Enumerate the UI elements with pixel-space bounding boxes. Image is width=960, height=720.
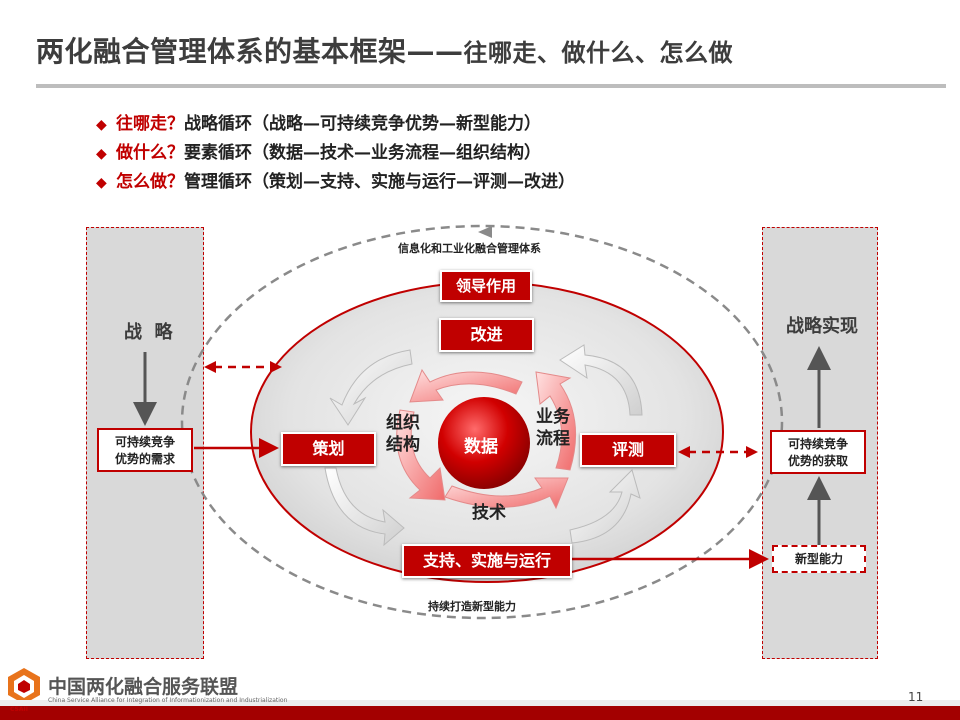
right-dashed-arrowhead-right — [746, 446, 758, 458]
org-structure-label-1: 组织 — [386, 413, 420, 433]
arrow-support-to-evaluate — [569, 469, 641, 544]
alliance-abbr: CSAII — [10, 706, 28, 713]
data-label: 数据 — [464, 437, 498, 457]
advantage-need-box: 可持续竞争 优势的需求 — [97, 428, 193, 472]
advantage-gain-line-2: 优势的获取 — [787, 454, 848, 468]
alliance-name-en: China Service Alliance for Integration o… — [48, 697, 288, 704]
support-box: 支持、实施与运行 — [402, 544, 572, 578]
evaluate-box: 评测 — [580, 433, 676, 467]
alliance-logo-icon — [8, 668, 40, 704]
bullet-text: 战略循环（战略—可持续竞争优势—新型能力） — [184, 114, 541, 134]
bullet-text: 管理循环（策划—支持、实施与运行—评测—改进） — [184, 172, 575, 192]
strategy-realization-label: 战略实现 — [786, 316, 858, 337]
right-dashed-arrowhead-left — [678, 446, 690, 458]
bullet-item: ◆ 怎么做？管理循环（策划—支持、实施与运行—评测—改进） — [96, 168, 575, 197]
arrow-plan-to-support — [324, 467, 405, 547]
alliance-name-cn: 中国两化融合服务联盟 — [48, 676, 239, 698]
page-number: 11 — [908, 690, 924, 704]
advantage-gain-box: 可持续竞争 优势的获取 — [770, 430, 866, 474]
bullet-text: 要素循环（数据—技术—业务流程—组织结构） — [184, 143, 541, 163]
leadership-box: 领导作用 — [440, 270, 532, 302]
bullet-item: ◆ 往哪走？战略循环（战略—可持续竞争优势—新型能力） — [96, 110, 575, 139]
tech-label: 技术 — [472, 503, 506, 523]
left-dashed-arrowhead-right — [270, 361, 282, 373]
biz-process-label-2: 流程 — [536, 429, 570, 449]
bullet-key: 往哪走？ — [116, 114, 184, 134]
advantage-need-line-2: 优势的需求 — [114, 452, 175, 466]
improve-box: 改进 — [439, 318, 534, 352]
diamond-bullet-icon: ◆ — [96, 146, 107, 162]
advantage-need-line-1: 可持续竞争 — [114, 435, 175, 449]
outer-cycle-label: 信息化和工业化融合管理体系 — [398, 242, 541, 255]
bottom-cycle-label: 持续打造新型能力 — [428, 600, 516, 613]
diamond-bullet-icon: ◆ — [96, 175, 107, 191]
org-structure-label-2: 结构 — [386, 435, 420, 455]
bullet-key: 怎么做？ — [116, 172, 184, 192]
footer-band — [0, 700, 960, 706]
title-rule — [36, 84, 946, 88]
outer-cycle-arrowhead — [478, 226, 492, 238]
biz-process-label-1: 业务 — [536, 407, 570, 427]
page-title: 两化融合管理体系的基本框架——往哪走、做什么、怎么做 — [36, 30, 733, 70]
bullet-item: ◆ 做什么？要素循环（数据—技术—业务流程—组织结构） — [96, 139, 575, 168]
title-dash: —— — [406, 35, 464, 68]
new-capability-box: 新型能力 — [772, 545, 866, 573]
plan-box: 策划 — [281, 432, 376, 466]
title-sub: 往哪走、做什么、怎么做 — [463, 39, 734, 67]
advantage-gain-line-1: 可持续竞争 — [787, 437, 848, 451]
bullet-list: ◆ 往哪走？战略循环（战略—可持续竞争优势—新型能力） ◆ 做什么？要素循环（数据—… — [96, 110, 575, 197]
bullet-key: 做什么？ — [116, 143, 184, 163]
arrow-tech-to-biz — [444, 477, 569, 510]
footer-bar — [0, 706, 960, 720]
arrow-evaluate-to-improve — [559, 344, 643, 416]
arrow-biz-to-org — [409, 368, 523, 403]
left-dashed-arrowhead-left — [204, 361, 216, 373]
diamond-bullet-icon: ◆ — [96, 117, 107, 133]
strategy-label: 战 略 — [124, 322, 173, 343]
title-main: 两化融合管理体系的基本框架 — [36, 35, 407, 68]
